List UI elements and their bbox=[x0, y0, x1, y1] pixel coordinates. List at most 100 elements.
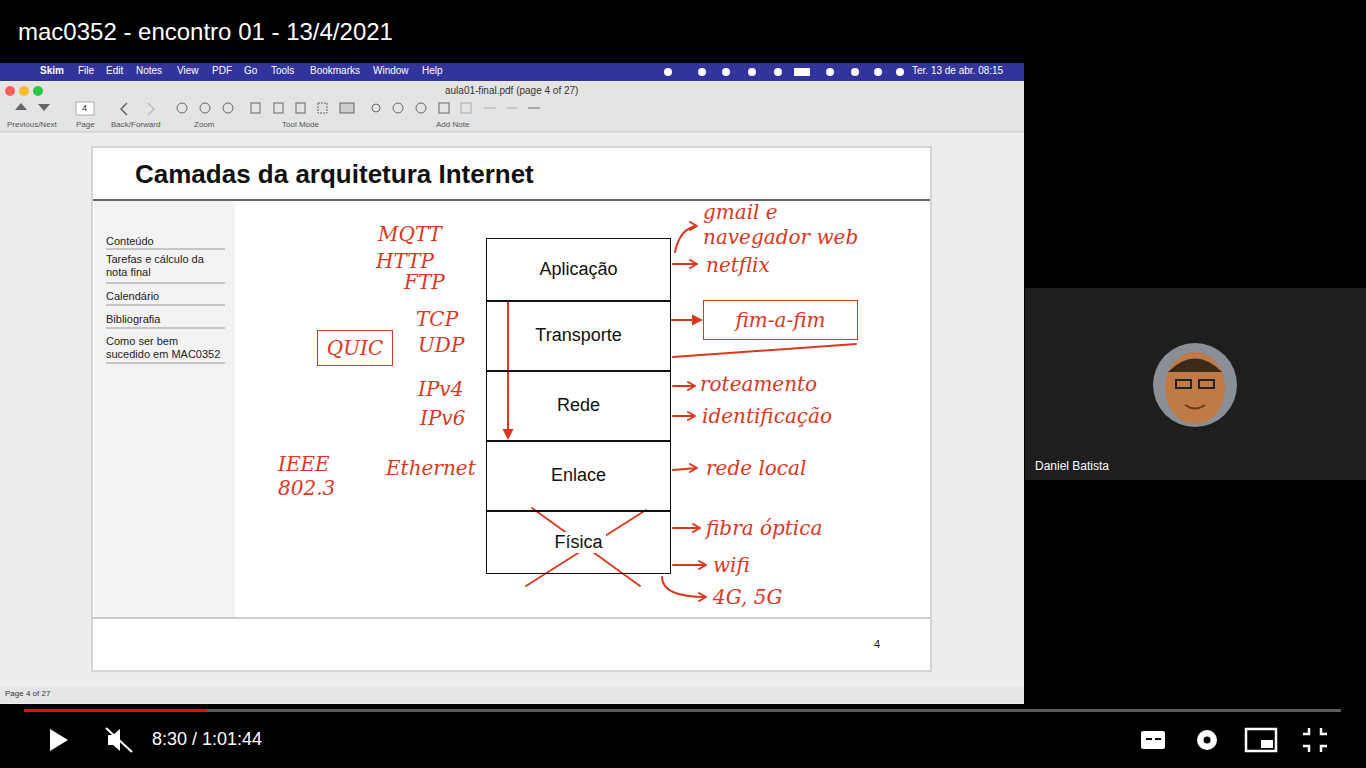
node-text: Rede bbox=[557, 395, 600, 416]
sidebar-item: Tarefas e cálculo da nota final bbox=[106, 253, 224, 278]
slide-title: Camadas da arquitetura Internet bbox=[135, 159, 534, 190]
presenter-name: Daniel Batista bbox=[1035, 459, 1109, 473]
handwritten-note: MQTT bbox=[378, 222, 442, 246]
toolbar-icon bbox=[223, 103, 233, 113]
slide-sidebar bbox=[94, 201, 235, 618]
sidebar-rule bbox=[106, 363, 225, 364]
status-icon bbox=[722, 68, 730, 76]
toolbar-icon bbox=[296, 103, 305, 113]
webcam-avatar bbox=[1153, 343, 1237, 427]
glasses bbox=[1176, 380, 1191, 388]
toolbar-icon bbox=[528, 108, 540, 109]
glasses bbox=[1199, 380, 1214, 388]
settings-icon bbox=[1197, 730, 1217, 750]
miniplayer-icon bbox=[1261, 740, 1273, 748]
menu-item: Tools bbox=[271, 65, 294, 77]
status-icon bbox=[896, 68, 904, 76]
layer-box: Enlace bbox=[486, 440, 671, 512]
node-text: Enlace bbox=[551, 465, 606, 486]
handwritten-note: HTTP bbox=[376, 249, 434, 273]
node-text: QUIC bbox=[327, 336, 383, 360]
status-icon bbox=[874, 68, 882, 76]
time-display: 8:30 / 1:01:44 bbox=[152, 729, 262, 751]
menu-item: Window bbox=[373, 65, 409, 77]
toolbar-icon bbox=[416, 103, 426, 113]
node-text: Aplicação bbox=[539, 259, 617, 280]
menu-bar bbox=[0, 63, 1024, 81]
toolbar-icon bbox=[148, 103, 154, 115]
sidebar-item: Bibliografia bbox=[106, 313, 160, 326]
menu-item: Help bbox=[422, 65, 443, 77]
toolbar-label: Zoom bbox=[194, 120, 214, 130]
handwritten-note: gmail e bbox=[703, 200, 778, 224]
toolbar bbox=[0, 82, 1024, 132]
zoom-button bbox=[33, 86, 43, 96]
status-icon bbox=[748, 68, 756, 76]
handwritten-note: TCP bbox=[416, 307, 458, 331]
toolbar-icon bbox=[274, 103, 283, 113]
toolbar-icon bbox=[318, 103, 327, 113]
settings-icon bbox=[1204, 737, 1211, 744]
sidebar-rule bbox=[106, 283, 225, 284]
leader-arrow bbox=[675, 222, 697, 252]
close-button bbox=[5, 86, 15, 96]
miniplayer-icon bbox=[1246, 729, 1276, 751]
footer-rule bbox=[93, 618, 930, 619]
toolbar-icon bbox=[439, 103, 449, 113]
node-text: fim-a-fim bbox=[735, 308, 825, 332]
toolbar-icon bbox=[372, 104, 380, 112]
status-icon bbox=[664, 68, 672, 76]
captions-icon bbox=[1141, 731, 1165, 749]
mute-slash bbox=[106, 728, 132, 752]
sidebar-item: Calendário bbox=[106, 290, 159, 303]
menu-item: Edit bbox=[106, 65, 123, 77]
handwritten-note: UDP bbox=[418, 333, 464, 357]
arrowhead bbox=[503, 429, 514, 440]
menu-item: Bookmarks bbox=[310, 65, 360, 77]
battery-icon bbox=[794, 68, 810, 76]
note-box: fim-a-fim bbox=[703, 300, 858, 340]
leader-arrow bbox=[673, 524, 700, 532]
note-box: QUIC bbox=[317, 330, 393, 366]
toolbar-label: Add Note bbox=[436, 120, 469, 130]
toolbar-border bbox=[0, 132, 1024, 133]
sidebar-item: Conteúdo bbox=[106, 235, 154, 248]
menu-item: Skim bbox=[40, 65, 64, 77]
toolbar-label: Tool Mode bbox=[282, 120, 319, 130]
status-bar bbox=[0, 687, 1024, 703]
connector-line bbox=[507, 302, 509, 432]
leader-arrow bbox=[662, 577, 706, 601]
hair bbox=[1168, 359, 1222, 373]
handwritten-note: wifi bbox=[713, 553, 750, 577]
cross-mark bbox=[526, 510, 646, 586]
slide-number: 4 bbox=[874, 638, 880, 651]
handwritten-note: IEEE 802.3 bbox=[278, 452, 340, 500]
captions-icon bbox=[1146, 738, 1152, 740]
menu-item: Ter. 13 de abr. 08:15 bbox=[912, 65, 1003, 77]
handwritten-note: roteamento bbox=[700, 372, 817, 396]
toolbar-icon bbox=[38, 104, 50, 111]
handwritten-note: IPv4 bbox=[418, 377, 463, 401]
menu-item: View bbox=[177, 65, 199, 77]
progress-played bbox=[24, 709, 207, 712]
handwritten-note: Ethernet bbox=[386, 456, 476, 480]
webcam-panel bbox=[1025, 288, 1366, 480]
leader-arrow bbox=[673, 412, 695, 420]
status-icon bbox=[774, 68, 782, 76]
node-text: Física bbox=[551, 532, 605, 553]
status-icon bbox=[851, 68, 859, 76]
page-field bbox=[76, 102, 94, 115]
play-icon bbox=[50, 729, 68, 751]
layer-box: Transporte bbox=[486, 300, 671, 372]
toolbar-label: Page bbox=[76, 120, 95, 130]
sidebar-rule bbox=[106, 305, 225, 306]
title-rule bbox=[93, 199, 930, 201]
leader-arrow bbox=[673, 382, 695, 390]
slide bbox=[93, 148, 930, 670]
app-window bbox=[0, 63, 1024, 704]
window-title: aula01-final.pdf (page 4 of 27) bbox=[445, 85, 578, 97]
leader-arrow bbox=[673, 464, 697, 472]
leader-arrow bbox=[673, 260, 697, 268]
